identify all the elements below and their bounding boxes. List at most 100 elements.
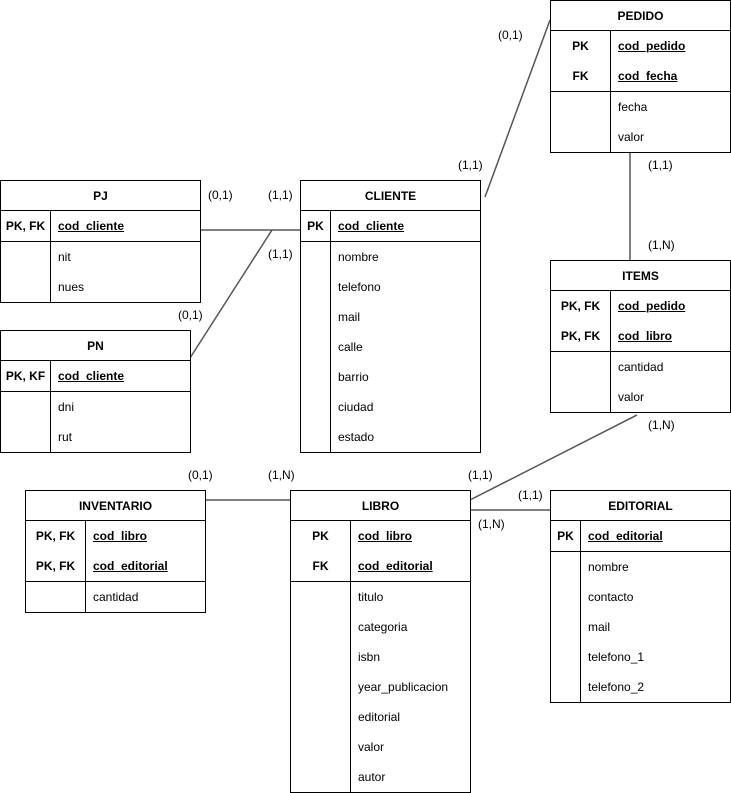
key-tag: PK: [551, 521, 581, 551]
cardinality-label: (1,N): [648, 238, 675, 252]
key-attribute: cod_editorial: [358, 559, 433, 573]
attribute-row: telefono: [301, 272, 480, 302]
key-tag: FK: [551, 61, 611, 91]
key-attribute: cod_editorial: [588, 529, 663, 543]
attribute-row: editorial: [291, 702, 470, 732]
attribute: autor: [358, 770, 386, 784]
attribute: telefono_1: [588, 650, 645, 664]
attribute: titulo: [358, 590, 384, 604]
cardinality-label: (0,1): [188, 468, 213, 482]
key-row: PK cod_editorial: [551, 521, 730, 551]
key-attribute: cod_editorial: [93, 559, 168, 573]
entity-title: ITEMS: [551, 261, 730, 291]
key-row: FK cod_fecha: [551, 61, 730, 91]
key-attribute: cod_libro: [93, 529, 148, 543]
attribute-row: fecha: [551, 92, 730, 122]
key-attribute: cod_pedido: [618, 39, 686, 53]
attribute-row: estado: [301, 422, 480, 452]
entity-pedido[interactable]: PEDIDO PK cod_pedido FK cod_fecha fecha va…: [550, 0, 731, 153]
attribute: mail: [338, 310, 361, 324]
cardinality-label: (1,N): [268, 468, 295, 482]
attribute: rut: [58, 430, 73, 444]
attribute: nit: [58, 250, 71, 264]
attribute-row: rut: [1, 422, 190, 452]
key-attribute: cod_cliente: [58, 219, 125, 233]
attribute-row: cantidad: [26, 582, 205, 612]
attribute: mail: [588, 620, 611, 634]
attribute: dni: [58, 400, 75, 414]
attribute-row: nombre: [301, 242, 480, 272]
attribute: telefono: [338, 280, 381, 294]
attribute-row: ciudad: [301, 392, 480, 422]
attribute-row: categoria: [291, 612, 470, 642]
key-tag: PK, FK: [26, 551, 86, 581]
entity-items[interactable]: ITEMS PK, FK cod_pedido PK, FK cod_libro c…: [550, 260, 731, 413]
key-attribute: cod_libro: [618, 329, 673, 343]
key-row: PK, FK cod_editorial: [26, 551, 205, 581]
attribute-row: telefono_1: [551, 642, 730, 672]
cardinality-label: (1,1): [458, 158, 483, 172]
attribute-row: contacto: [551, 582, 730, 612]
line-cliente-pedido: [484, 19, 551, 198]
attribute-row: mail: [301, 302, 480, 332]
entity-inventario[interactable]: INVENTARIO PK, FK cod_libro PK, FK cod_edi…: [25, 490, 206, 613]
attribute-row: cantidad: [551, 352, 730, 382]
cardinality-label: (1,1): [268, 247, 293, 261]
attribute: editorial: [358, 710, 401, 724]
attribute: nombre: [588, 560, 629, 574]
entity-title: PJ: [1, 181, 200, 211]
attribute-row: valor: [551, 122, 730, 152]
key-attribute: cod_libro: [358, 529, 413, 543]
attribute: nombre: [338, 250, 379, 264]
key-tag: PK: [551, 31, 611, 61]
attribute-row: mail: [551, 612, 730, 642]
key-row: PK, KF cod_cliente: [1, 361, 190, 391]
key-attribute: cod_cliente: [58, 369, 125, 383]
attribute: fecha: [618, 100, 648, 114]
entity-editorial[interactable]: EDITORIAL PK cod_editorial nombre contact…: [550, 490, 731, 703]
attribute: valor: [618, 390, 645, 404]
line-items-libro: [469, 414, 638, 501]
key-tag: PK, FK: [551, 321, 611, 351]
cardinality-label: (1,1): [468, 468, 493, 482]
entity-title: EDITORIAL: [551, 491, 730, 521]
key-row: PK cod_pedido: [551, 31, 730, 61]
attribute: contacto: [588, 590, 634, 604]
attribute: cantidad: [618, 360, 664, 374]
cardinality-label: (0,1): [178, 308, 203, 322]
entity-title: PEDIDO: [551, 1, 730, 31]
attribute-row: calle: [301, 332, 480, 362]
attribute: valor: [618, 130, 645, 144]
key-tag: FK: [291, 551, 351, 581]
key-row: FK cod_editorial: [291, 551, 470, 581]
cardinality-label: (1,1): [268, 188, 293, 202]
attribute: calle: [338, 340, 363, 354]
entity-title: INVENTARIO: [26, 491, 205, 521]
key-attribute: cod_pedido: [618, 299, 686, 313]
key-attribute: cod_fecha: [618, 69, 678, 83]
key-tag: PK, FK: [551, 291, 611, 321]
attribute-row: isbn: [291, 642, 470, 672]
attribute-row: nues: [1, 272, 200, 302]
cardinality-label: (1,N): [648, 418, 675, 432]
attribute: nues: [58, 280, 85, 294]
key-tag: PK, KF: [1, 361, 51, 391]
attribute-row: nombre: [551, 552, 730, 582]
attribute: telefono_2: [588, 680, 645, 694]
attribute: estado: [338, 430, 375, 444]
key-row: PK, FK cod_pedido: [551, 291, 730, 321]
line-cliente-pn: [189, 229, 273, 359]
attribute: year_publicacion: [358, 680, 449, 694]
cardinality-label: (1,1): [518, 488, 543, 502]
attribute: ciudad: [338, 400, 374, 414]
key-tag: PK: [291, 521, 351, 551]
key-attribute: cod_cliente: [338, 219, 405, 233]
attribute-row: valor: [291, 732, 470, 762]
cardinality-label: (1,1): [648, 158, 673, 172]
